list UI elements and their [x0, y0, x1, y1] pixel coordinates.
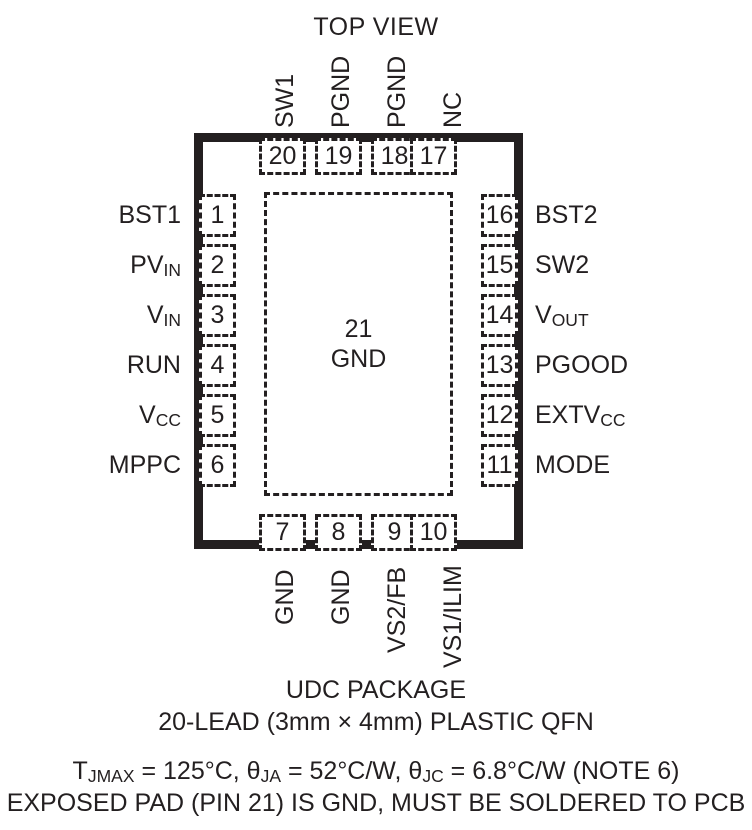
pin-box-16[interactable]: 16: [481, 194, 518, 237]
pin-box-17[interactable]: 17: [410, 138, 457, 175]
pin-box-10[interactable]: 10: [410, 514, 457, 551]
pin-box-11[interactable]: 11: [481, 444, 518, 487]
caption-exposed-pad-note: EXPOSED PAD (PIN 21) IS GND, MUST BE SOL…: [6, 789, 746, 817]
pin-label-bst2: BST2: [535, 201, 598, 229]
page-title: TOP VIEW: [313, 13, 439, 41]
pin-label-bst1: BST1: [118, 201, 181, 229]
caption-lead-count: 20-LEAD (3mm × 4mm) PLASTIC QFN: [158, 708, 594, 736]
pin-label-sw2: SW2: [535, 251, 590, 279]
exposed-pad-number: 21: [344, 314, 373, 343]
pin-label-pgood: PGOOD: [535, 351, 629, 379]
pin-label-vout: VOUT: [535, 301, 589, 331]
pin-box-4[interactable]: 4: [199, 344, 236, 387]
pin-box-7[interactable]: 7: [259, 514, 306, 551]
pin-label-pgnd-19: PGND: [327, 55, 355, 128]
pin-label-vin: VIN: [146, 301, 181, 331]
pin-box-14[interactable]: 14: [481, 294, 518, 337]
exposed-pad: 21 GND: [264, 192, 453, 496]
pin-label-mode: MODE: [535, 451, 610, 479]
pin-label-pvin: PVIN: [130, 251, 181, 281]
caption-package-name: UDC PACKAGE: [285, 676, 467, 704]
pin-box-15[interactable]: 15: [481, 244, 518, 287]
pin-label-vcc: VCC: [139, 401, 181, 431]
pin-box-20[interactable]: 20: [259, 138, 306, 175]
pin-box-6[interactable]: 6: [199, 444, 236, 487]
pin-box-2[interactable]: 2: [199, 244, 236, 287]
pin-box-19[interactable]: 19: [315, 138, 362, 175]
pin-box-1[interactable]: 1: [199, 194, 236, 237]
pin-label-vs1ilim: VS1/ILIM: [439, 565, 467, 668]
pin-label-vs2fb: VS2/FB: [383, 566, 411, 653]
pin-label-nc: NC: [439, 91, 467, 128]
pin-box-5[interactable]: 5: [199, 394, 236, 437]
caption-thermal-specs: TJMAX = 125°C, θJA = 52°C/W, θJC = 6.8°C…: [72, 757, 680, 787]
pin-label-extvcc: EXTVCC: [535, 401, 626, 431]
exposed-pad-name: GND: [330, 345, 387, 373]
pin-box-13[interactable]: 13: [481, 344, 518, 387]
pin-label-run: RUN: [126, 351, 181, 379]
pin-label-gnd-7: GND: [271, 569, 299, 625]
pin-box-8[interactable]: 8: [315, 514, 362, 551]
pin-label-pgnd-18: PGND: [383, 55, 411, 128]
pin-box-3[interactable]: 3: [199, 294, 236, 337]
pin-box-12[interactable]: 12: [481, 394, 518, 437]
pin-label-gnd-8: GND: [327, 569, 355, 625]
pin-label-mppc: MPPC: [108, 451, 181, 479]
pin-label-sw1: SW1: [271, 73, 299, 128]
